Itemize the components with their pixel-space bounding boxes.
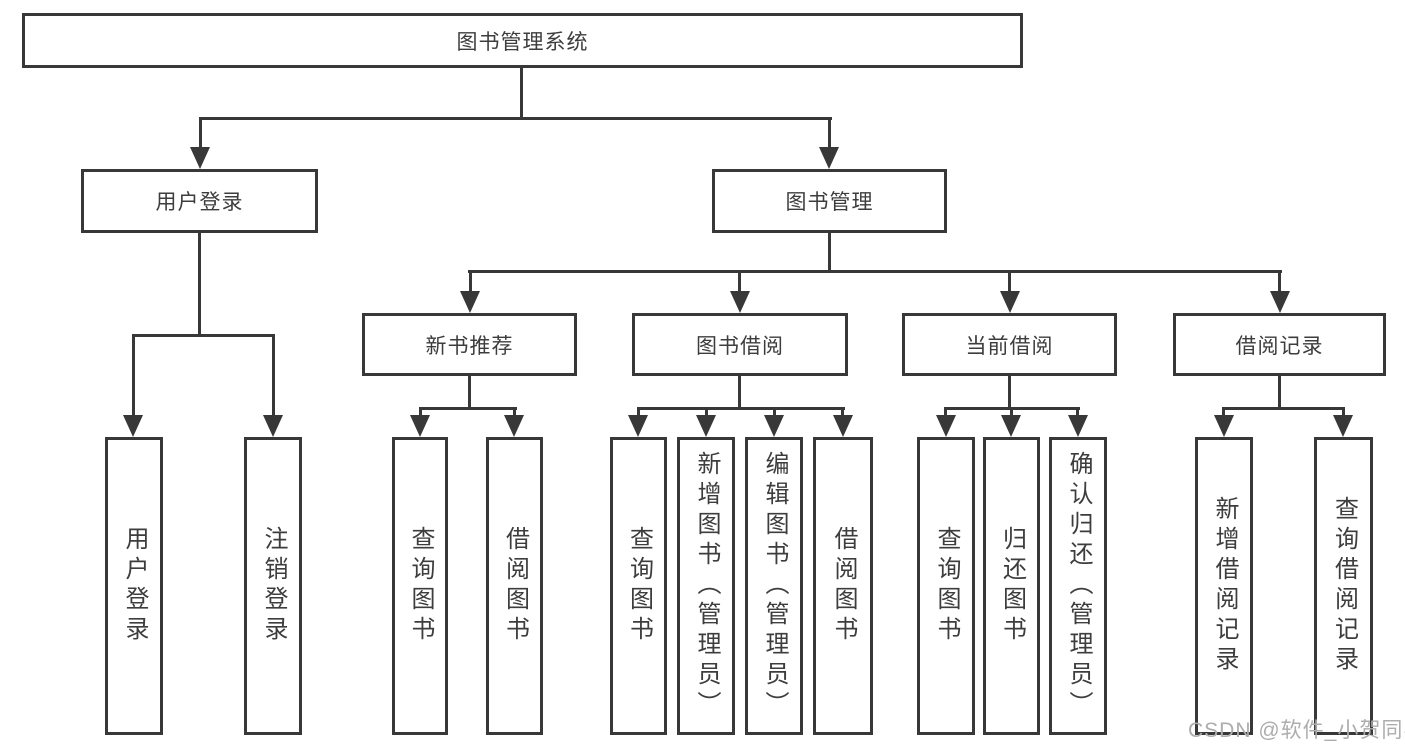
arrow-down-icon <box>263 415 283 437</box>
leaf-query-books-recommend: 查询图书 <box>392 437 448 735</box>
leaf-label: 确认归还（管理员） <box>1065 451 1092 721</box>
connector-line <box>637 407 640 417</box>
node-book-borrow: 图书借阅 <box>632 313 848 376</box>
connector-line <box>272 334 275 415</box>
connector-line <box>468 376 471 410</box>
node-book-management: 图书管理 <box>712 169 947 233</box>
connector-line <box>738 270 741 291</box>
connector-line <box>1010 407 1013 417</box>
connector-line <box>828 233 831 273</box>
connector-line <box>705 407 708 417</box>
node-new-book-recommend: 新书推荐 <box>362 313 577 376</box>
connector-line <box>637 407 845 410</box>
leaf-logout: 注销登录 <box>244 437 302 735</box>
arrow-down-icon <box>833 415 853 437</box>
arrow-down-icon <box>1000 291 1020 313</box>
arrow-down-icon <box>1214 415 1234 437</box>
connector-line <box>199 117 832 120</box>
connector-line <box>738 376 741 410</box>
leaf-label: 注销登录 <box>260 526 287 646</box>
leaf-query-borrow-record: 查询借阅记录 <box>1314 437 1373 735</box>
leaf-add-borrow-record: 新增借阅记录 <box>1195 437 1253 735</box>
arrow-down-icon <box>190 147 210 169</box>
connector-line <box>468 270 1282 273</box>
arrow-down-icon <box>936 415 956 437</box>
connector-line <box>1342 407 1345 417</box>
arrow-down-icon <box>696 415 716 437</box>
leaf-borrow-books-recommend: 借阅图书 <box>486 437 543 735</box>
leaf-label: 查询图书 <box>407 526 434 646</box>
arrow-down-icon <box>764 415 784 437</box>
arrow-down-icon <box>628 415 648 437</box>
connector-line <box>469 270 472 291</box>
connector-line <box>419 407 517 410</box>
connector-line <box>199 117 202 149</box>
node-label: 新书推荐 <box>425 334 514 358</box>
node-library-system: 图书管理系统 <box>22 13 1023 68</box>
connector-line <box>1278 376 1281 410</box>
node-label: 图书借阅 <box>696 334 784 358</box>
connector-line <box>419 407 422 417</box>
leaf-confirm-return-admin: 确认归还（管理员） <box>1049 437 1107 735</box>
connector-line <box>1076 407 1079 417</box>
connector-line <box>132 334 135 415</box>
connector-line <box>1223 407 1345 410</box>
connector-line <box>841 407 844 417</box>
node-label: 图书管理 <box>785 191 874 214</box>
arrow-down-icon <box>460 291 480 313</box>
leaf-label: 新增借阅记录 <box>1211 496 1238 676</box>
connector-line <box>828 117 831 149</box>
connector-line <box>1008 270 1011 291</box>
leaf-label: 用户登录 <box>121 526 148 646</box>
node-user-login: 用户登录 <box>81 169 318 233</box>
connector-line <box>1008 376 1011 410</box>
leaf-return-book: 归还图书 <box>983 437 1040 735</box>
connector-line <box>773 407 776 417</box>
leaf-borrow-books: 借阅图书 <box>813 437 873 735</box>
node-label: 当前借阅 <box>965 334 1054 358</box>
node-current-borrow: 当前借阅 <box>902 313 1117 376</box>
node-borrow-records: 借阅记录 <box>1173 313 1386 376</box>
leaf-label: 借阅图书 <box>830 526 857 646</box>
arrow-down-icon <box>730 291 750 313</box>
arrow-down-icon <box>410 415 430 437</box>
connector-line <box>132 334 275 337</box>
leaf-add-book-admin: 新增图书（管理员） <box>677 437 735 735</box>
connector-line <box>1222 407 1225 417</box>
leaf-query-books-borrow: 查询图书 <box>610 437 667 735</box>
arrow-down-icon <box>819 147 839 169</box>
connector-line <box>1278 270 1281 291</box>
leaf-label: 查询借阅记录 <box>1330 496 1358 676</box>
node-label: 图书管理系统 <box>456 30 589 54</box>
connector-line <box>513 407 516 417</box>
connector-line <box>198 233 201 337</box>
leaf-label: 查询图书 <box>625 526 653 646</box>
arrow-down-icon <box>504 415 524 437</box>
leaf-label: 归还图书 <box>998 526 1026 646</box>
arrow-down-icon <box>1001 415 1021 437</box>
connector-line <box>520 68 523 118</box>
arrow-down-icon <box>1270 291 1290 313</box>
node-label: 借阅记录 <box>1235 334 1324 358</box>
leaf-label: 查询图书 <box>933 526 960 646</box>
leaf-query-books-current: 查询图书 <box>917 437 975 735</box>
arrow-down-icon <box>1068 415 1088 437</box>
leaf-edit-book-admin: 编辑图书（管理员） <box>745 437 803 735</box>
leaf-label: 新增图书（管理员） <box>693 451 720 721</box>
leaf-label: 编辑图书（管理员） <box>761 451 788 721</box>
watermark: CSDN @软件_小贺同学 <box>1188 719 1405 742</box>
leaf-label: 借阅图书 <box>501 526 529 646</box>
connector-line <box>944 407 947 417</box>
arrow-down-icon <box>123 415 143 437</box>
leaf-user-login: 用户登录 <box>105 437 163 735</box>
node-label: 用户登录 <box>155 191 244 214</box>
arrow-down-icon <box>1333 415 1353 437</box>
